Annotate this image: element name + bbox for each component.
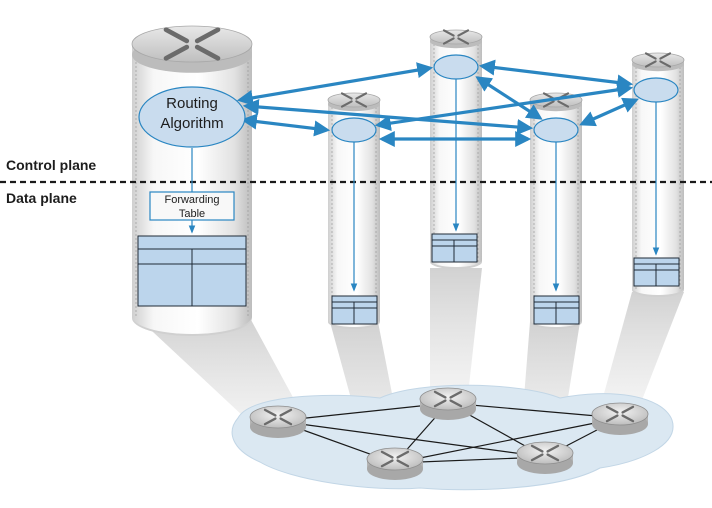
control-plane-label: Control plane (6, 157, 97, 173)
agent-router-5 (633, 77, 679, 103)
control-plane-links (236, 59, 639, 147)
router-cylinder-3-router-icon (442, 29, 470, 45)
forwarding-table-label-line1: Forwarding (164, 194, 219, 206)
control-agents (138, 54, 679, 148)
router-cylinder-5-router-icon (644, 52, 672, 68)
physical-router-2 (419, 387, 477, 420)
physical-router-3 (591, 402, 649, 435)
agent-router-3 (433, 54, 479, 80)
physical-router-1-icon (263, 408, 293, 426)
forwarding-table-label-line2: Table (179, 208, 205, 220)
forwarding-table-4 (533, 295, 580, 325)
physical-network (231, 384, 674, 491)
data-plane-label: Data plane (6, 190, 77, 206)
main-forwarding-table (137, 235, 247, 307)
agent-router-4 (533, 117, 579, 143)
forwarding-table-2 (331, 295, 378, 325)
routing-algorithm-agent (138, 86, 246, 148)
routing-algorithm-label-line1: Routing (166, 95, 218, 112)
forwarding-tables (137, 233, 680, 325)
physical-router-2-icon (433, 390, 463, 408)
main-router-cylinder-router-icon (163, 27, 221, 61)
physical-router-5 (516, 441, 574, 474)
physical-router-4 (366, 447, 424, 480)
link-r3-r5 (478, 59, 634, 91)
routing-algorithm-label-line2: Algorithm (160, 115, 223, 132)
forwarding-table-5 (633, 257, 680, 287)
physical-router-1 (249, 405, 307, 438)
link-r3-r4 (475, 76, 543, 120)
install-table-arrows (149, 79, 660, 292)
agent-router-2 (331, 117, 377, 143)
physical-router-5-icon (530, 444, 560, 462)
link-r4-r5 (579, 97, 639, 127)
forwarding-table-3 (431, 233, 478, 263)
physical-router-3-icon (605, 405, 635, 423)
physical-router-4-icon (380, 450, 410, 468)
link-main-r3 (236, 62, 434, 106)
link-main-r2 (240, 113, 331, 137)
